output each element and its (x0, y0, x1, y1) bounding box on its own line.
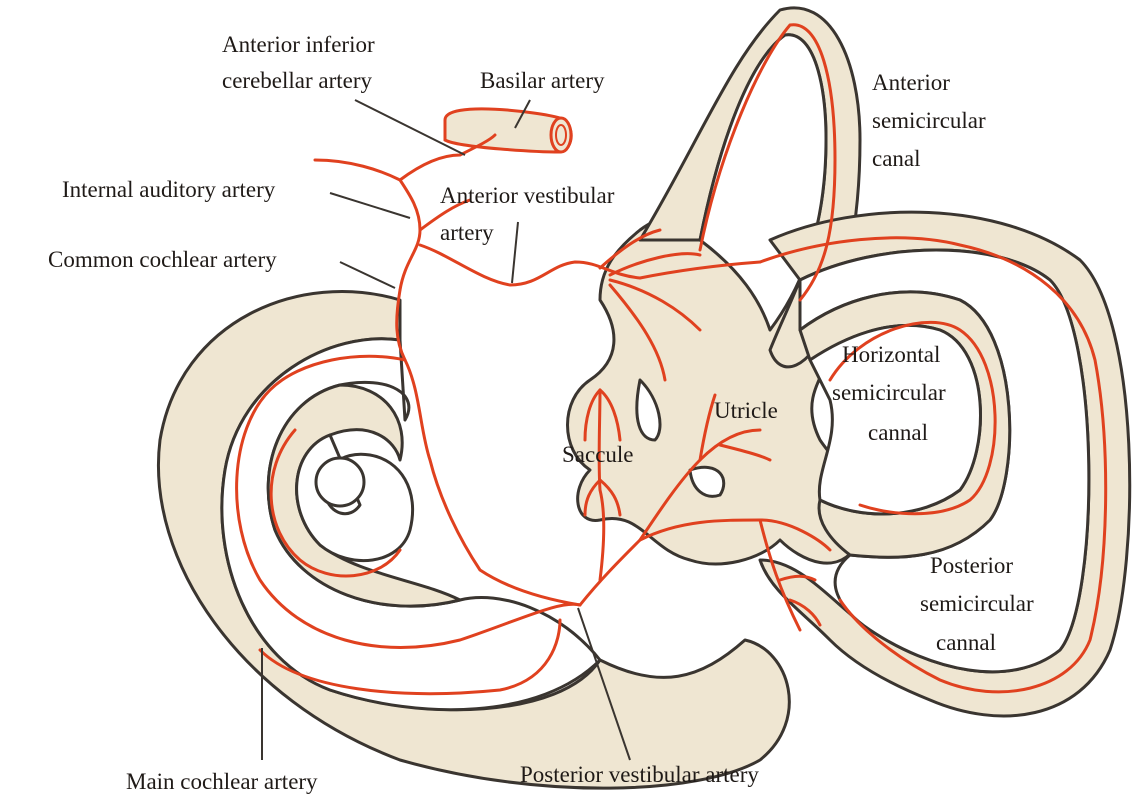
label-horizontal-canal-line1: Horizontal (842, 342, 940, 367)
label-posterior-canal-line1: Posterior (930, 553, 1013, 578)
label-aica-line1: Anterior inferior (222, 32, 375, 57)
label-aica-line2: cerebellar artery (222, 68, 373, 93)
label-anterior-vestibular-line1: Anterior vestibular (440, 183, 615, 208)
label-horizontal-canal-line3: cannal (868, 420, 928, 445)
label-posterior-canal-line2: semicircular (920, 591, 1034, 616)
leader-internal-auditory (330, 193, 410, 218)
label-saccule: Saccule (562, 442, 634, 467)
label-anterior-canal-line3: canal (872, 146, 921, 171)
basilar-artery-tube (445, 109, 571, 152)
label-common-cochlear: Common cochlear artery (48, 247, 277, 272)
basilar-artery-lumen (551, 118, 571, 152)
label-basilar: Basilar artery (480, 68, 605, 93)
label-horizontal-canal-line2: semicircular (832, 380, 946, 405)
label-utricle: Utricle (714, 398, 778, 423)
label-anterior-canal-line2: semicircular (872, 108, 986, 133)
internal-auditory-artery (400, 180, 420, 290)
leader-anterior-vestibular (512, 222, 518, 283)
label-main-cochlear: Main cochlear artery (126, 769, 318, 794)
leader-common-cochlear (340, 262, 395, 288)
cochlea-helicotrema (316, 458, 364, 506)
label-anterior-canal-line1: Anterior (872, 70, 950, 95)
label-internal-auditory: Internal auditory artery (62, 177, 276, 202)
label-anterior-vestibular-line2: artery (440, 220, 494, 245)
label-posterior-canal-line3: cannal (936, 630, 996, 655)
label-posterior-vestibular: Posterior vestibular artery (520, 762, 759, 787)
common-cochlear-artery (397, 290, 580, 605)
